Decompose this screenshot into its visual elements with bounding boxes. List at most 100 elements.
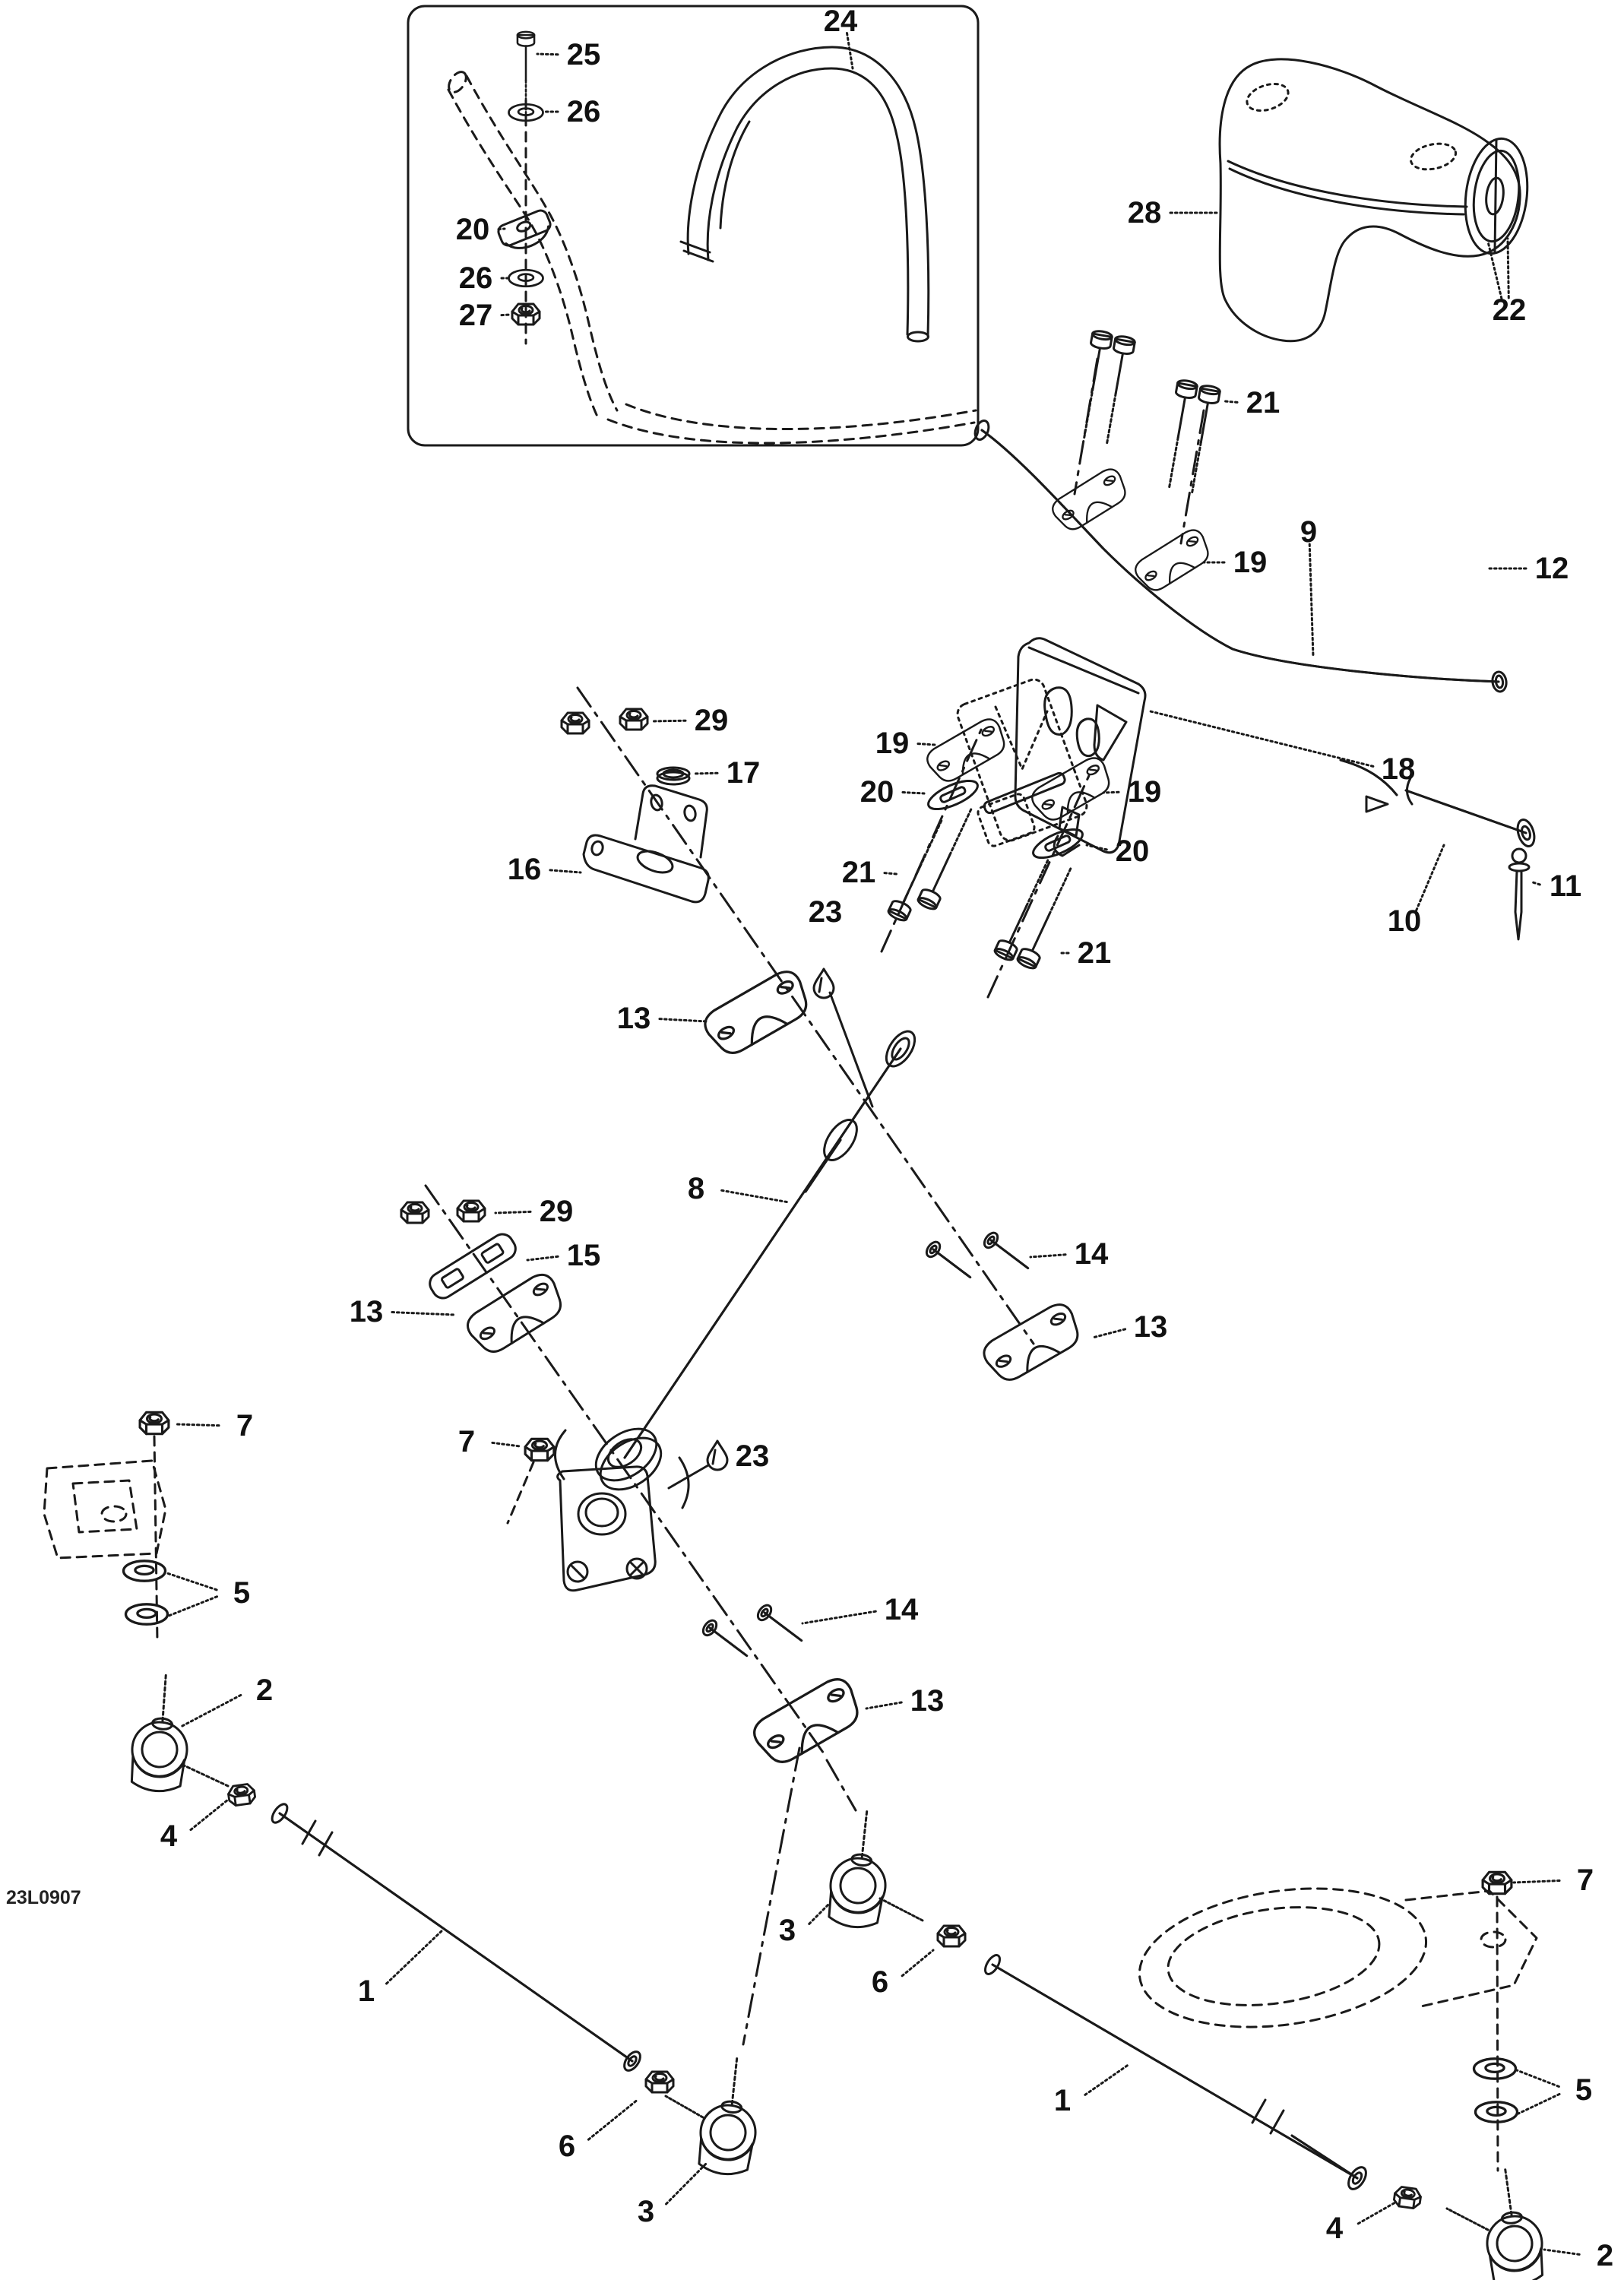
handlebar-end-curve [1339, 758, 1398, 796]
callout-6-label: 6 [559, 2130, 575, 2163]
callout-20-label: 20 [1116, 834, 1150, 868]
left-mount-hidden-bracket [43, 1459, 167, 1560]
pivot-saddle-wings [554, 1429, 690, 1509]
callout-2-label: 2 [1597, 2239, 1613, 2272]
callout-1-leader [385, 1929, 444, 1985]
callout-4-leader [189, 1798, 230, 1832]
callout-7-leader [175, 1423, 220, 1427]
spacer-right [980, 1229, 1034, 1276]
spacer-left [923, 1238, 977, 1285]
plate-screw-right [625, 1557, 648, 1580]
column-pivot-plate [556, 1465, 657, 1592]
callout-3-label: 3 [638, 2195, 654, 2228]
steering-arm-spacer-right [754, 1601, 808, 1648]
callout-24-leader [845, 31, 854, 70]
plate-screw-left [566, 1560, 589, 1583]
callout-13-leader [391, 1311, 456, 1316]
callout-5-leader [1517, 2092, 1561, 2115]
callout-23-label: 23 [736, 1439, 770, 1473]
handlebar-pad [1218, 58, 1529, 343]
callout-4-leader [1356, 2201, 1397, 2225]
callout-21-label: 21 [1078, 936, 1112, 970]
jam-nut-right-outer [1391, 2185, 1423, 2211]
callout-3-leader [808, 1903, 830, 1925]
callout-9-label: 9 [1300, 515, 1317, 549]
hoop-strap-clamp [497, 209, 552, 249]
callout-29-label: 29 [540, 1195, 574, 1228]
tie-rod-end-outer-left [126, 1671, 196, 1795]
jam-nut-left-inner [644, 2070, 675, 2094]
callout-8-label: 8 [688, 1172, 704, 1205]
callout-13-leader [658, 1018, 708, 1023]
callout-28-label: 28 [1128, 196, 1162, 230]
callout-21-leader [883, 872, 898, 876]
callout-2-label: 2 [256, 1674, 273, 1707]
callout-13-leader [865, 1701, 903, 1710]
callout-6-leader [901, 1949, 935, 1978]
callout-2-leader [179, 1693, 242, 1728]
callout-1-label: 1 [358, 1974, 375, 2008]
arrow-right-icon [1365, 795, 1389, 813]
callout-20-label: 20 [456, 213, 490, 246]
callout-22-label: 22 [1493, 293, 1527, 327]
left-washer-top [122, 1560, 167, 1582]
callout-19-label: 19 [1128, 775, 1162, 809]
callout-29-leader [494, 1210, 532, 1214]
callout-5-label: 5 [1575, 2073, 1592, 2107]
callout-26-label: 26 [567, 95, 601, 128]
callout-9-leader [1308, 543, 1315, 658]
callout-14-label: 14 [1075, 1237, 1109, 1271]
lubrication-markers [667, 967, 874, 1490]
callout-3-label: 3 [779, 1914, 796, 1947]
callout-20-leader [1085, 844, 1108, 851]
callout-18-leader [1149, 710, 1375, 768]
right-mount-hidden-bracket [1138, 1887, 1538, 2028]
callout-24-label: 24 [824, 5, 858, 38]
callout-25-leader [536, 52, 559, 56]
right-mount-nut [1481, 1870, 1513, 1895]
column-bushing-sleeve [804, 1119, 858, 1193]
column-clamp-upper [698, 964, 817, 1062]
tie-rod-end-inner-right [824, 1807, 897, 1932]
diagram-artwork [43, 5, 1548, 2280]
callout-7-label: 7 [458, 1425, 475, 1458]
callout-11-leader [1529, 880, 1541, 886]
left-washer-bottom [124, 1603, 169, 1626]
clamp-nut-right [456, 1199, 486, 1223]
callout-7-label: 7 [236, 1409, 253, 1442]
callout-1-leader [1084, 2063, 1131, 2096]
callout-19-leader [916, 743, 936, 746]
callout-5-label: 5 [233, 1576, 250, 1610]
riser-hidden-outline [956, 678, 1088, 847]
hidden-handlebar-dashed [447, 71, 977, 445]
tie-rod-end-outer-right [1478, 2165, 1548, 2280]
tie-rod-end-side-stud [181, 1763, 230, 1788]
right-washer-top [1472, 2057, 1518, 2080]
callout-5-leader [166, 1572, 218, 1591]
callout-19-leader [1102, 790, 1120, 794]
jam-nut-left-outer [226, 1782, 258, 1808]
right-washer-bottom [1474, 2101, 1519, 2123]
jam-nut-right-inner [936, 1924, 967, 1948]
callout-14-label: 14 [885, 1593, 919, 1626]
callout-4-label: 4 [1326, 2212, 1344, 2245]
callout-15-leader [526, 1255, 559, 1262]
callout-1-label: 1 [1054, 2084, 1071, 2117]
callout-27-label: 27 [459, 299, 493, 332]
callout-29-leader [651, 719, 687, 723]
handlebar [973, 420, 1508, 693]
callout-10-label: 10 [1388, 904, 1422, 938]
tie-rod-end-side-stud [1445, 2207, 1489, 2231]
drawing-code: 23L0907 [6, 1887, 81, 1908]
callout-21-label: 21 [1246, 386, 1281, 420]
callout-4-label: 4 [160, 1819, 178, 1853]
callout-7-leader [491, 1441, 521, 1448]
oil-drop-icon [706, 1439, 729, 1471]
callout-25-label: 25 [567, 38, 601, 71]
clamp-half-upper-left [1047, 464, 1133, 537]
callout-10-leader [1415, 844, 1445, 912]
left-mount-nut [138, 1411, 170, 1436]
callout-8-leader [720, 1189, 790, 1204]
tie-rod-end-side-stud [878, 1897, 926, 1923]
